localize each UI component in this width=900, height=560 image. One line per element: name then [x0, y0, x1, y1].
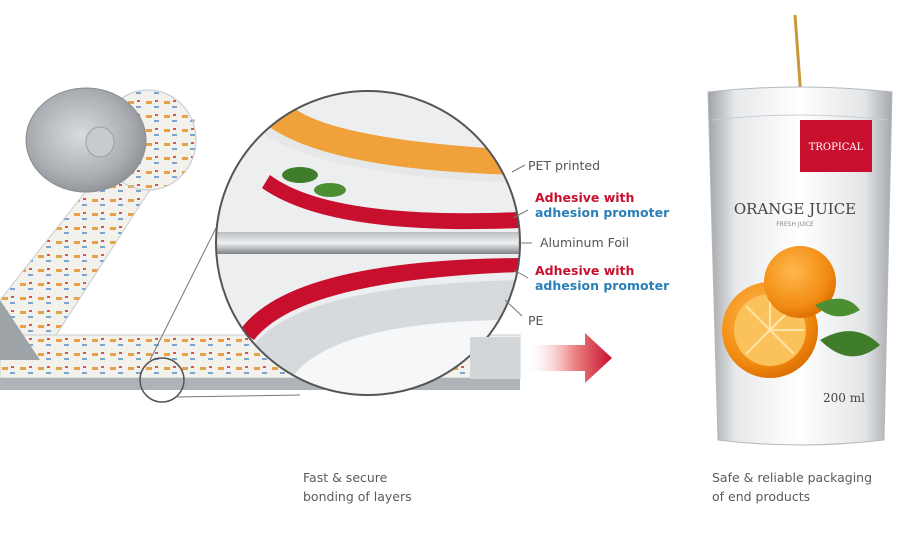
label-pe: PE — [528, 313, 544, 328]
caption-bonding: Fast & secure bonding of layers — [303, 468, 412, 506]
label-leader-lines — [504, 164, 532, 317]
label-adhesive-top-line1: Adhesive with — [535, 190, 634, 205]
caption-packaging: Safe & reliable packaging of end product… — [712, 468, 872, 506]
film-roll — [25, 87, 197, 193]
product-subline: FRESH JUICE — [776, 221, 814, 228]
caption-packaging-line2: of end products — [712, 489, 811, 504]
zoom-source-ring — [139, 357, 185, 403]
label-adhesive-bottom-line1: Adhesive with — [535, 263, 634, 278]
caption-bonding-line2: bonding of layers — [303, 489, 412, 504]
pouch-volume: 200 ml — [823, 391, 865, 405]
brand-badge — [800, 120, 872, 172]
direction-arrow-icon — [525, 333, 612, 383]
zoom-line-bottom — [175, 394, 301, 398]
label-adhesive-bottom-line2: adhesion promoter — [535, 278, 670, 293]
caption-bonding-line1: Fast & secure — [303, 470, 388, 485]
juice-pouch: TROPICAL ORANGE JUICE FRESH JUICE 200 ml — [707, 14, 893, 446]
brand-name: TROPICAL — [809, 142, 864, 153]
label-adhesive-top-line2: adhesion promoter — [535, 205, 670, 220]
leaf — [820, 331, 880, 357]
label-pet-printed: PET printed — [528, 158, 600, 173]
product-name: ORANGE JUICE — [734, 200, 856, 218]
magnified-cross-section — [215, 90, 521, 396]
orange-whole — [764, 246, 836, 318]
label-aluminum-foil: Aluminum Foil — [540, 235, 629, 250]
caption-packaging-line1: Safe & reliable packaging — [712, 470, 873, 485]
film-strip-end — [470, 337, 520, 379]
